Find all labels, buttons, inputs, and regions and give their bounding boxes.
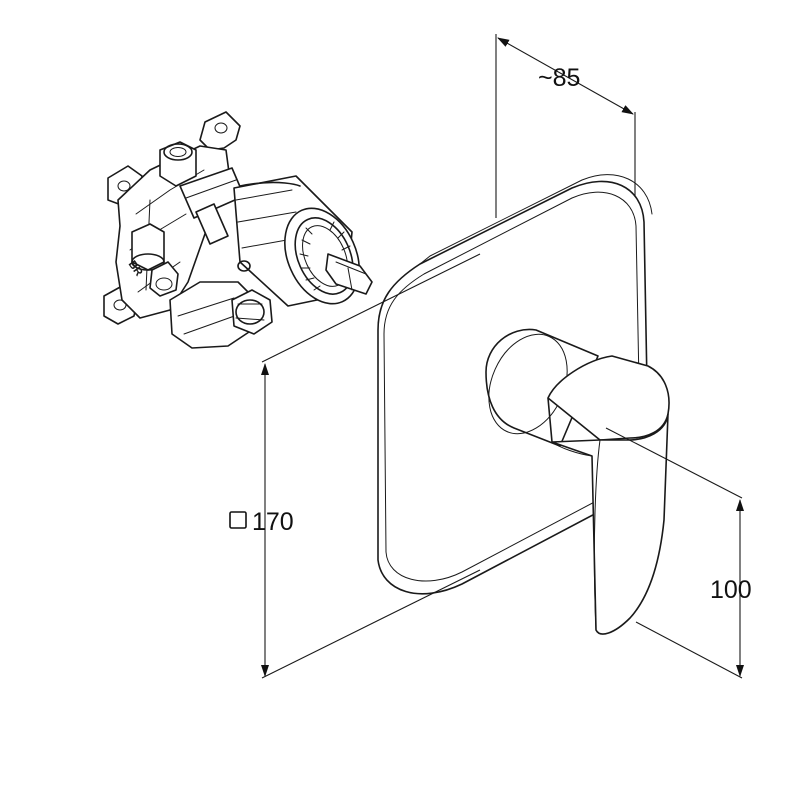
lever-blade	[547, 397, 669, 635]
hex-plug-nut	[231, 289, 273, 335]
mounting-flange-top	[199, 111, 241, 151]
dimension-plate-size: 170	[229, 253, 481, 679]
dimension-depth-label: ~85	[538, 64, 580, 92]
dimension-plate-size-label: 170	[252, 508, 294, 536]
square-symbol	[229, 511, 247, 529]
valve-cartridge	[233, 175, 373, 307]
dimension-lever-height: 100	[605, 427, 752, 679]
lever-top	[547, 355, 670, 441]
dimension-lever-height-label: 100	[710, 576, 752, 604]
lever-handle	[485, 328, 670, 635]
handle-base-cylinder	[485, 328, 599, 447]
concealed-valve-body: BR	[103, 111, 373, 349]
